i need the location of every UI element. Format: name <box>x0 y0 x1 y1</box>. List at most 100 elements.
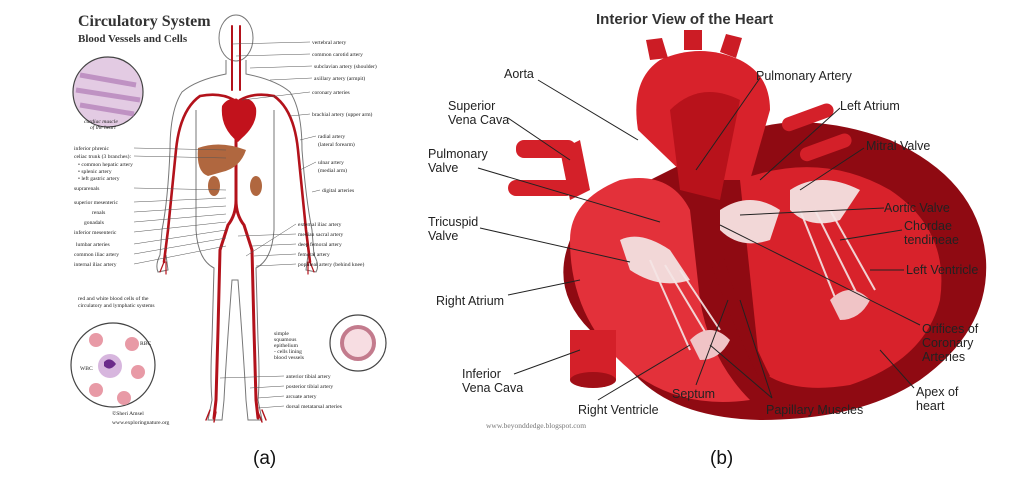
panel-b-title: Interior View of the Heart <box>596 11 773 28</box>
right-label: digital arteries <box>322 188 354 194</box>
right-label: deep femoral artery <box>298 241 342 248</box>
left-label: lumbar arteries <box>76 242 110 248</box>
right-leader-line <box>246 224 296 256</box>
right-label: common carotid artery <box>312 52 363 58</box>
right-label: external iliac artery <box>298 222 342 228</box>
left-leader-line <box>134 238 226 254</box>
label-svc-1: Superior <box>448 99 495 113</box>
label-tricuspid-1: Tricuspid <box>428 215 478 229</box>
arteries <box>160 26 314 422</box>
label-orifices-3: Arteries <box>922 350 965 364</box>
right-label: posterior tibial artery <box>286 384 333 390</box>
left-leader-line <box>134 230 226 244</box>
left-label: inferior phrenic <box>74 145 109 152</box>
left-label: renals <box>92 210 105 216</box>
wbc-label: WBC <box>80 366 93 372</box>
label-orifices-1: Orifices of <box>922 322 979 336</box>
cardiac-muscle-inset: cardiac muscle of the heart <box>73 57 143 131</box>
panel-a-title: Circulatory System <box>78 13 211 30</box>
left-label: • common hepatic artery <box>78 162 133 168</box>
left-leader-line <box>134 246 226 264</box>
caption-b: (b) <box>710 448 733 470</box>
cells-note-2: circulatory and lymphatic systems <box>78 303 155 309</box>
credit-1: ©Sheri Amsel <box>112 410 144 417</box>
label-apex-2: heart <box>916 399 945 413</box>
right-leader-line <box>254 254 296 256</box>
label-svc-2: Vena Cava <box>448 113 509 127</box>
rbc-label: RBC <box>140 341 151 347</box>
left-label: inferior mesenteric <box>74 229 117 236</box>
label-septum: Septum <box>672 387 715 401</box>
credit-2: www.exploringnature.org <box>112 420 170 426</box>
right-leader-line <box>300 136 316 140</box>
left-leader-line <box>134 198 226 202</box>
left-kidney <box>208 176 220 196</box>
right-label: femoral artery <box>298 251 330 258</box>
right-label: (medial arm) <box>318 167 347 174</box>
label-pulm-valve-1: Pulmonary <box>428 147 488 161</box>
left-label: • left gastric artery <box>78 175 120 182</box>
label-right-ventricle: Right Ventricle <box>578 403 659 417</box>
right-label: dorsal metatarsal arteries <box>286 404 342 410</box>
left-leader-line <box>134 222 226 232</box>
caption-a: (a) <box>253 448 276 470</box>
right-kidney <box>250 176 262 196</box>
label-aortic-valve: Aortic Valve <box>884 201 950 215</box>
circulatory-system-panel: Circulatory System Blood Vessels and Cel… <box>0 0 420 478</box>
right-leader-line <box>258 406 284 408</box>
left-label: common iliac artery <box>74 252 119 258</box>
heart-diagram: Interior View of the Heart <box>420 0 1012 478</box>
right-leader-line <box>232 42 310 44</box>
left-label: celiac trunk (3 branches): <box>74 153 131 160</box>
right-leader-line <box>312 190 320 192</box>
right-label: coronary arteries <box>312 90 350 96</box>
vessel-section-inset: simple squamous epithelium - cells linin… <box>274 315 386 371</box>
right-label: (lateral forearm) <box>318 141 355 148</box>
label-apex-1: Apex of <box>916 385 959 399</box>
right-label: axillary artery (armpit) <box>314 75 365 82</box>
right-label: arcuate artery <box>286 394 317 400</box>
label-orifices-2: Coronary <box>922 336 974 350</box>
squamous-5: blood vessels <box>274 355 304 361</box>
label-chordae-1: Chordae <box>904 219 952 233</box>
left-leader-line <box>134 206 226 212</box>
right-label: radial artery <box>318 134 345 140</box>
muscle-label-2: of the heart <box>90 124 116 131</box>
right-label: ulnar artery <box>318 160 344 166</box>
label-ivc-1: Inferior <box>462 367 501 381</box>
label-left-atrium: Left Atrium <box>840 99 900 113</box>
right-leader-line <box>250 66 312 68</box>
watermark: www.beyonddedge.blogspot.com <box>486 421 586 430</box>
label-pulm-artery: Pulmonary Artery <box>756 69 853 83</box>
circulatory-diagram: Circulatory System Blood Vessels and Cel… <box>0 0 420 478</box>
right-label: median sacral artery <box>298 232 344 238</box>
right-leader-line <box>252 244 296 246</box>
liver-shape <box>198 144 246 176</box>
label-ivc-2: Vena Cava <box>462 381 523 395</box>
right-label: anterior tibial artery <box>286 374 331 380</box>
left-label: gonadals <box>84 220 104 226</box>
right-leader-line <box>270 78 312 80</box>
right-leader-line <box>258 396 284 398</box>
label-chordae-2: tendineae <box>904 233 959 247</box>
label-right-atrium: Right Atrium <box>436 294 504 308</box>
label-papillary: Papillary Muscles <box>766 403 863 417</box>
label-mitral: Mitral Valve <box>866 139 930 153</box>
left-label: suprarenals <box>74 186 99 192</box>
right-label: vertebral artery <box>312 40 347 46</box>
heart-interior-panel: Interior View of the Heart <box>420 0 1012 478</box>
left-label: internal iliac artery <box>74 262 117 268</box>
right-leader-line <box>220 376 284 378</box>
left-leader-line <box>134 214 226 222</box>
label-pulm-valve-2: Valve <box>428 161 458 175</box>
label-left-ventricle: Left Ventricle <box>906 263 978 277</box>
label-aorta: Aorta <box>504 67 534 81</box>
left-label: • splenic artery <box>78 169 112 175</box>
right-label: popliteal artery (behind knee) <box>298 261 364 268</box>
cells-note-1: red and white blood cells of the <box>78 295 149 302</box>
left-label: superior mesenteric <box>74 200 118 206</box>
panel-a-subtitle: Blood Vessels and Cells <box>78 33 188 45</box>
blood-cells-inset: red and white blood cells of the circula… <box>71 295 170 426</box>
label-tricuspid-2: Valve <box>428 229 458 243</box>
right-leader-line <box>300 162 316 170</box>
